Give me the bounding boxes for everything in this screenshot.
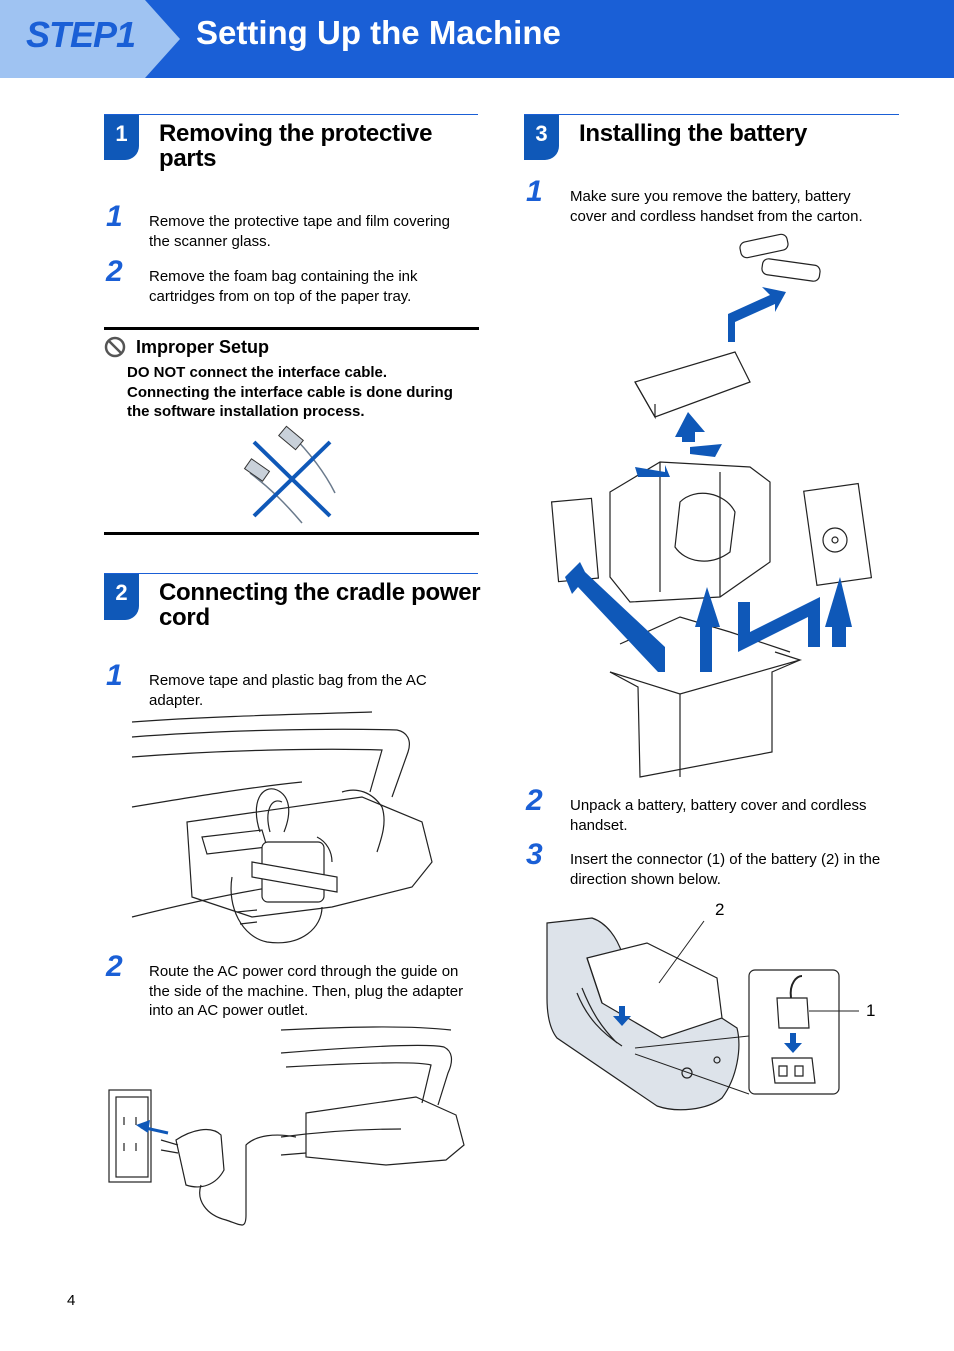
section-1-title-line2: parts	[159, 145, 217, 172]
page-number: 4	[67, 1292, 76, 1309]
section-3-rule	[524, 114, 899, 115]
s3-step-3-number: 3	[526, 838, 543, 871]
battery-insertion-illustration	[546, 917, 859, 1111]
s1-step-1-text: Remove the protective tape and film cove…	[149, 212, 450, 251]
prohibited-icon	[104, 336, 126, 358]
s1-step-2-text: Remove the foam bag containing the ink c…	[149, 267, 418, 306]
s2-step-2-text: Route the AC power cord through the guid…	[149, 962, 463, 1021]
s3-step-1-text: Make sure you remove the battery, batter…	[570, 187, 863, 226]
page-title: Setting Up the Machine	[196, 14, 561, 51]
s2-step-2-number: 2	[106, 950, 123, 983]
step-tab-shape	[0, 0, 180, 78]
step-label: STEP1	[26, 14, 136, 55]
battery-callout: 2	[715, 900, 725, 919]
section-1-number: 1	[104, 115, 139, 160]
cradle-adapter-illustration	[131, 711, 433, 944]
warning-title: Improper Setup	[136, 337, 270, 357]
s3-step-3-line2: direction shown below.	[570, 870, 721, 888]
s3-step-1-number: 1	[526, 175, 543, 208]
warning-line2: Connecting the interface cable is done d…	[127, 383, 453, 401]
section-2-title: Connecting the cradle power cord	[159, 579, 481, 631]
s3-step-3-line1: Insert the connector (1) of the battery …	[570, 851, 881, 868]
s1-step-1-number: 1	[106, 200, 123, 233]
s2-step-1-line1: Remove tape and plastic bag from the AC	[149, 672, 427, 689]
s3-step-3-text: Insert the connector (1) of the battery …	[570, 850, 880, 889]
section-3-title: Installing the battery	[579, 120, 808, 147]
section-2-rule	[104, 573, 478, 574]
section-1-title-line1: Removing the protective	[159, 120, 433, 147]
s1-step-2-line2: cartridges from on top of the paper tray…	[149, 287, 412, 305]
section-3-number: 3	[524, 115, 559, 160]
connector-callout: 1	[866, 1001, 876, 1020]
s2-step-2-line1: Route the AC power cord through the guid…	[149, 963, 459, 980]
s3-step-1-line2: cover and cordless handset from the cart…	[570, 207, 863, 225]
section-2-number: 2	[104, 574, 139, 620]
warning-line1: DO NOT connect the interface cable.	[127, 364, 388, 381]
s3-step-2-line1: Unpack a battery, battery cover and cord…	[570, 797, 867, 814]
section-1-rule	[104, 114, 478, 115]
s3-step-2-line2: handset.	[570, 816, 628, 834]
s1-step-2-line1: Remove the foam bag containing the ink	[149, 268, 418, 285]
warning-bottom-rule	[104, 532, 479, 535]
carton-unpacking-illustration	[550, 233, 873, 778]
warning-top-rule	[104, 327, 479, 330]
power-outlet-illustration	[108, 1026, 465, 1226]
s2-step-1-line2: adapter.	[149, 691, 204, 709]
section-2-title-line1: Connecting the cradle power	[159, 579, 481, 606]
s2-step-1-number: 1	[106, 659, 123, 692]
s1-step-1-line1: Remove the protective tape and film cove…	[149, 213, 450, 230]
s2-step-2-line2: the side of the machine. Then, plug the …	[149, 982, 464, 1000]
s3-step-1-line1: Make sure you remove the battery, batter…	[570, 188, 851, 205]
s1-step-1-line2: the scanner glass.	[149, 232, 271, 250]
s2-step-2-line3: into an AC power outlet.	[149, 1002, 309, 1019]
s2-step-1-text: Remove tape and plastic bag from the AC …	[149, 671, 427, 710]
interface-cable-crossed-illustration	[243, 425, 336, 524]
warning-body: DO NOT connect the interface cable. Conn…	[127, 363, 453, 422]
warning-line3: the software installation process.	[127, 403, 365, 420]
s1-step-2-number: 2	[106, 255, 123, 288]
section-2-title-line2: cord	[159, 604, 210, 631]
s3-step-2-number: 2	[526, 784, 543, 817]
section-1-title: Removing the protective parts	[159, 121, 432, 171]
s3-step-2-text: Unpack a battery, battery cover and cord…	[570, 796, 867, 835]
